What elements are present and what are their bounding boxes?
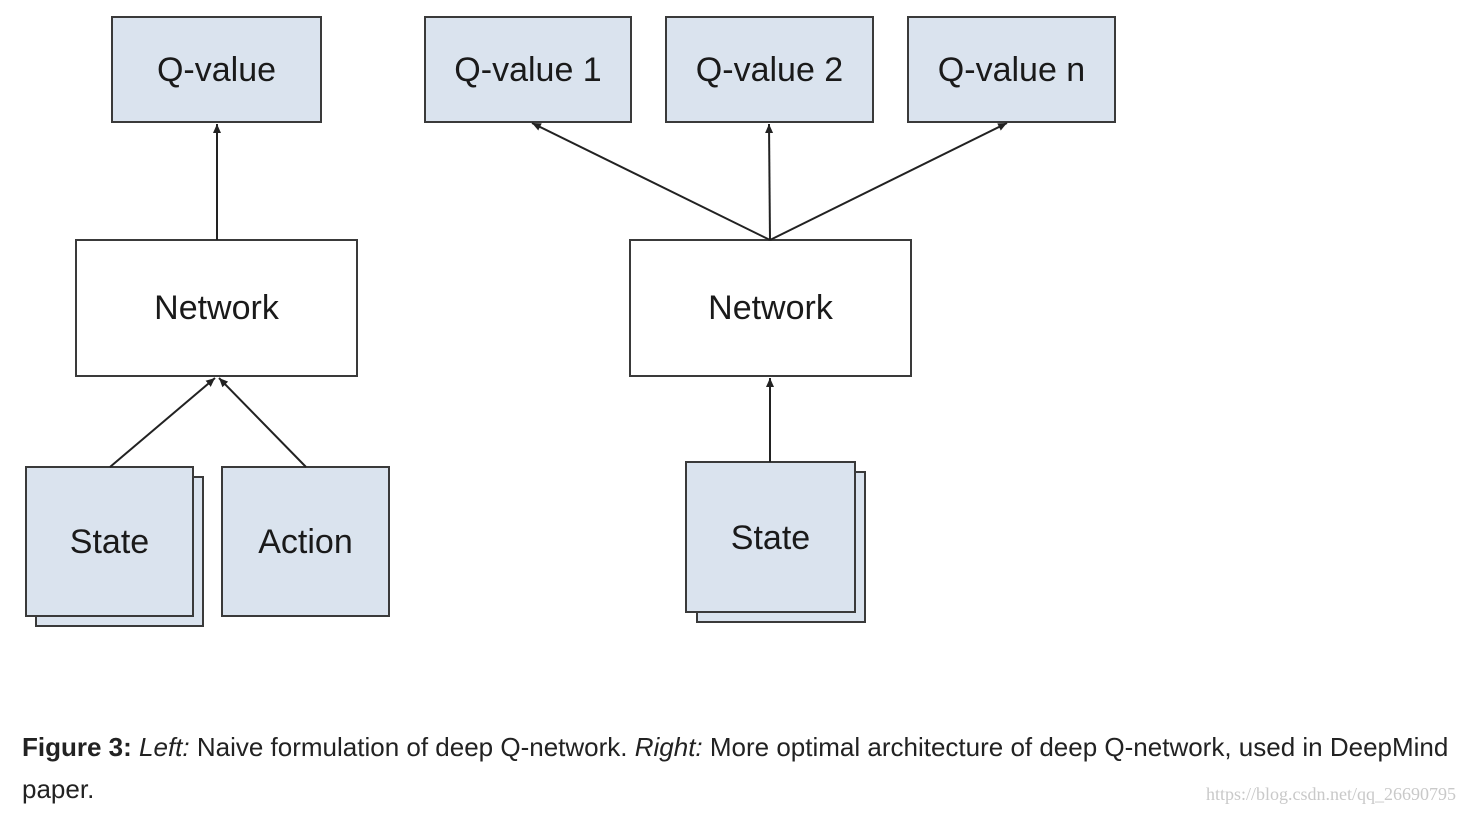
arrow-network-to-q-value-n <box>769 122 1008 241</box>
caption-left-label: Left: <box>139 732 190 762</box>
right-q-value-1-node: Q-value 1 <box>424 16 632 123</box>
right-q-value-1-label: Q-value 1 <box>454 51 601 89</box>
right-q-value-n-node: Q-value n <box>907 16 1116 123</box>
left-network-node: Network <box>75 239 358 377</box>
right-state-node: State <box>685 461 866 623</box>
left-action-node: Action <box>221 466 390 617</box>
q-network-diagrams: Q-value Network State Action Q-value 1 <box>25 16 1116 627</box>
arrow-state-to-network <box>109 377 216 468</box>
right-q-value-n-label: Q-value n <box>938 51 1085 89</box>
caption-right-label: Right: <box>634 732 703 762</box>
figure-label: Figure 3: <box>22 732 132 762</box>
watermark-url: https://blog.csdn.net/qq_26690795 <box>1206 784 1456 804</box>
right-network-node: Network <box>629 239 912 377</box>
right-network-label: Network <box>708 289 834 327</box>
left-q-value-node: Q-value <box>111 16 322 123</box>
left-network-label: Network <box>154 289 280 327</box>
left-action-label: Action <box>258 523 353 561</box>
arrow-action-to-network <box>218 377 307 468</box>
caption-left-text: Naive formulation of deep Q-network. <box>189 732 635 762</box>
caption-right-text: More optimal architecture of deep Q-netw… <box>22 732 1449 804</box>
right-diagram: Q-value 1 Q-value 2 Q-value n Network St… <box>424 16 1116 623</box>
arrow-network-to-q-value-2 <box>765 123 774 241</box>
left-diagram: Q-value Network State Action <box>25 16 390 627</box>
right-q-value-2-node: Q-value 2 <box>665 16 874 123</box>
arrow-network-to-q-value-1 <box>531 122 771 241</box>
left-state-node: State <box>25 466 204 627</box>
right-state-label: State <box>731 519 810 557</box>
left-q-value-label: Q-value <box>157 51 276 89</box>
figure-caption: Figure 3: Left: Naive formulation of dee… <box>22 726 1452 810</box>
left-state-label: State <box>70 523 149 561</box>
right-q-value-2-label: Q-value 2 <box>696 51 843 89</box>
